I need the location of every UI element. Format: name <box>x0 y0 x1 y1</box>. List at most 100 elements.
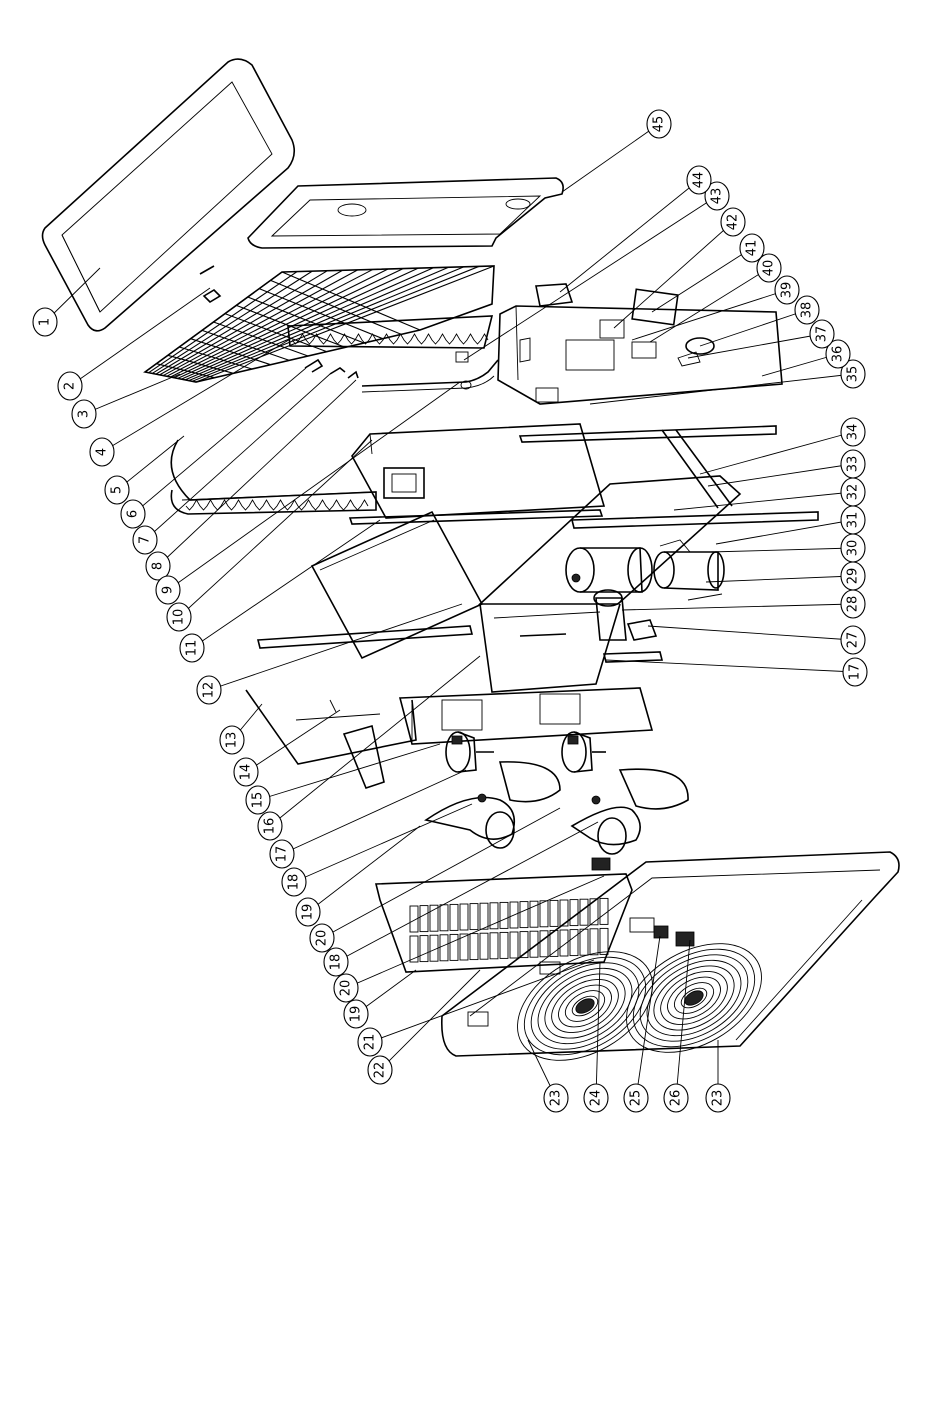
leader-line <box>179 440 372 617</box>
callout-35: 30 <box>841 534 865 562</box>
callout-label: 16 <box>263 818 278 835</box>
callout-label: 43 <box>710 188 725 205</box>
leader-line <box>708 464 853 486</box>
leader-line <box>336 822 598 962</box>
right-rails <box>520 620 662 662</box>
callout-22: 20 <box>334 974 358 1002</box>
callout-label: 42 <box>726 214 741 231</box>
callout-17: 17 <box>270 840 294 868</box>
callout-13: 13 <box>220 726 244 754</box>
leader-line <box>622 604 853 610</box>
leader-line <box>370 960 594 1042</box>
left-side-panel <box>246 512 482 764</box>
callout-label: 15 <box>251 792 266 809</box>
callout-44: 39 <box>775 276 799 304</box>
callout-49: 44 <box>687 166 711 194</box>
callout-25: 22 <box>368 1056 392 1084</box>
leader-line <box>710 548 853 552</box>
callout-label: 13 <box>225 732 240 749</box>
callout-label: 33 <box>846 456 861 473</box>
callout-label: 25 <box>629 1090 644 1107</box>
callout-50: 45 <box>647 110 671 138</box>
callout-label: 26 <box>669 1090 684 1107</box>
front-coil <box>376 858 632 972</box>
callout-label: 8 <box>151 562 166 570</box>
callout-label: 12 <box>202 682 217 699</box>
leader-line <box>652 248 752 312</box>
callout-label: 11 <box>185 640 200 657</box>
center-plate <box>352 424 604 518</box>
leader-line <box>346 876 604 988</box>
callout-label: 34 <box>846 424 861 441</box>
callout-23: 19 <box>344 1000 368 1028</box>
callout-label: 6 <box>126 510 141 518</box>
callout-39: 34 <box>841 418 865 446</box>
callout-label: 41 <box>745 240 760 257</box>
callout-4: 4 <box>90 438 114 466</box>
leader-line <box>706 576 853 582</box>
callout-label: 19 <box>301 904 316 921</box>
leader-line <box>700 310 807 346</box>
callout-7: 7 <box>133 526 157 554</box>
callout-label: 17 <box>275 846 290 863</box>
callout-label: 23 <box>549 1090 564 1107</box>
leader-line <box>688 334 822 358</box>
callout-33: 28 <box>841 590 865 618</box>
leader-line <box>145 374 330 540</box>
callout-label: 44 <box>692 172 707 189</box>
upper-coil <box>288 316 492 348</box>
callout-label: 36 <box>831 346 846 363</box>
callout-38: 33 <box>841 450 865 478</box>
callout-label: 24 <box>589 1090 604 1107</box>
callout-label: 20 <box>339 980 354 997</box>
callout-label: 23 <box>711 1090 726 1107</box>
leader-line <box>614 222 733 328</box>
callout-32: 27 <box>841 626 865 654</box>
callout-6: 6 <box>121 500 145 528</box>
callout-18: 18 <box>282 868 306 896</box>
callout-21: 18 <box>324 948 348 976</box>
callout-1: 1 <box>33 308 57 336</box>
leader-line <box>590 374 853 404</box>
callout-label: 39 <box>780 282 795 299</box>
leader-line <box>562 124 659 192</box>
callout-28: 25 <box>624 1084 648 1112</box>
leader-line <box>636 936 660 1098</box>
callout-label: 17 <box>848 664 863 681</box>
leader-line <box>632 290 787 340</box>
callout-26: 23 <box>544 1084 568 1112</box>
callout-46: 41 <box>740 234 764 262</box>
callout-label: 9 <box>161 586 176 594</box>
callout-label: 2 <box>63 382 78 390</box>
callout-9: 9 <box>156 576 180 604</box>
leader-line <box>606 660 855 672</box>
callout-label: 40 <box>762 260 777 277</box>
leader-line <box>192 520 380 648</box>
leader-line <box>209 604 462 690</box>
callout-label: 1 <box>38 318 53 326</box>
callout-30: 23 <box>706 1084 730 1112</box>
callout-14: 14 <box>234 758 258 786</box>
leader-line <box>464 196 717 360</box>
callout-label: 10 <box>172 609 187 626</box>
callout-label: 35 <box>846 366 861 383</box>
callout-label: 19 <box>349 1006 364 1023</box>
leader-line <box>133 368 306 514</box>
leader-line <box>246 710 340 772</box>
leader-line <box>308 826 420 912</box>
callout-31: 17 <box>843 658 867 686</box>
callout-19: 19 <box>296 898 320 926</box>
callout-24: 21 <box>358 1028 382 1056</box>
callout-29: 26 <box>664 1084 688 1112</box>
callout-12: 12 <box>197 676 221 704</box>
lower-coil <box>171 440 376 514</box>
callout-label: 27 <box>846 632 861 649</box>
callout-47: 42 <box>721 208 745 236</box>
callout-34: 29 <box>841 562 865 590</box>
callout-label: 21 <box>363 1034 378 1051</box>
callout-label: 3 <box>77 410 92 418</box>
callout-label: 37 <box>815 326 830 343</box>
fan-guard-left <box>498 929 671 1083</box>
callout-label: 22 <box>373 1062 388 1079</box>
